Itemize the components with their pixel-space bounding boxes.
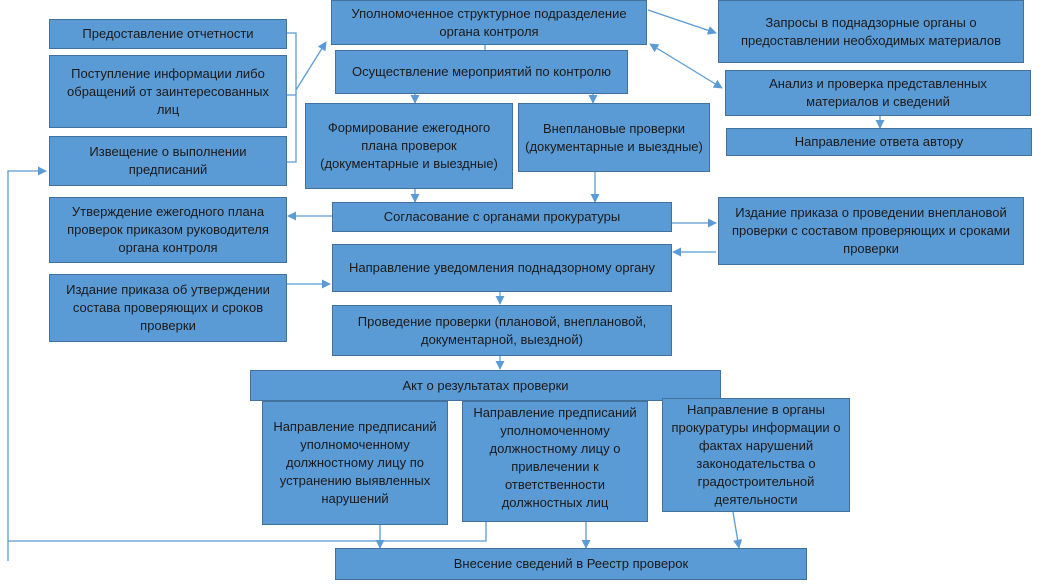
node-prosecutor-agreement: Согласование с органами прокуратуры	[332, 202, 672, 232]
node-requests: Запросы в поднадзорные органы о предоста…	[718, 0, 1024, 63]
node-answer-author: Направление ответа автору	[726, 128, 1032, 156]
node-notice-execution: Извещение о выполнении предписаний	[49, 136, 287, 186]
node-control-measures: Осуществление мероприятий по контролю	[335, 50, 628, 94]
node-act-results: Акт о результатах проверки	[250, 370, 721, 401]
arrow-unit-to-analysis	[649, 43, 723, 89]
node-prescriptions-liability: Направление предписаний уполномоченному …	[462, 401, 648, 522]
arrow-unit-to-requests	[647, 9, 717, 35]
node-prosecutor-info: Направление в органы прокуратуры информа…	[662, 398, 850, 512]
node-approve-plan: Утверждение ежегодного плана проверок пр…	[49, 197, 287, 263]
node-reporting: Предоставление отчетности	[49, 19, 287, 49]
node-notify-body: Направление уведомления поднадзорному ор…	[332, 244, 672, 292]
node-annual-plan: Формирование ежегодного плана проверок (…	[305, 103, 513, 189]
node-order-unscheduled: Издание приказа о проведении внеплановой…	[718, 197, 1024, 265]
node-order-approval: Издание приказа об утверждении состава п…	[49, 274, 287, 342]
node-prescriptions-fix: Направление предписаний уполномоченному …	[262, 401, 448, 525]
node-authorized-unit: Уполномоченное структурное подразделение…	[331, 0, 647, 45]
node-analysis: Анализ и проверка представленных материа…	[725, 70, 1031, 116]
node-unscheduled: Внеплановые проверки (документарные и вы…	[518, 103, 710, 172]
node-registry: Внесение сведений в Реестр проверок	[335, 548, 807, 580]
bracket-left-inputs	[286, 32, 297, 163]
feedback-loop	[7, 171, 487, 561]
arrow-inputs-to-unit	[295, 41, 327, 91]
arrow-prosecutor-to-registry	[732, 511, 743, 549]
node-info-receipt: Поступление информации либо обращений от…	[49, 55, 287, 128]
node-conduct-inspection: Проведение проверки (плановой, внепланов…	[332, 305, 672, 356]
